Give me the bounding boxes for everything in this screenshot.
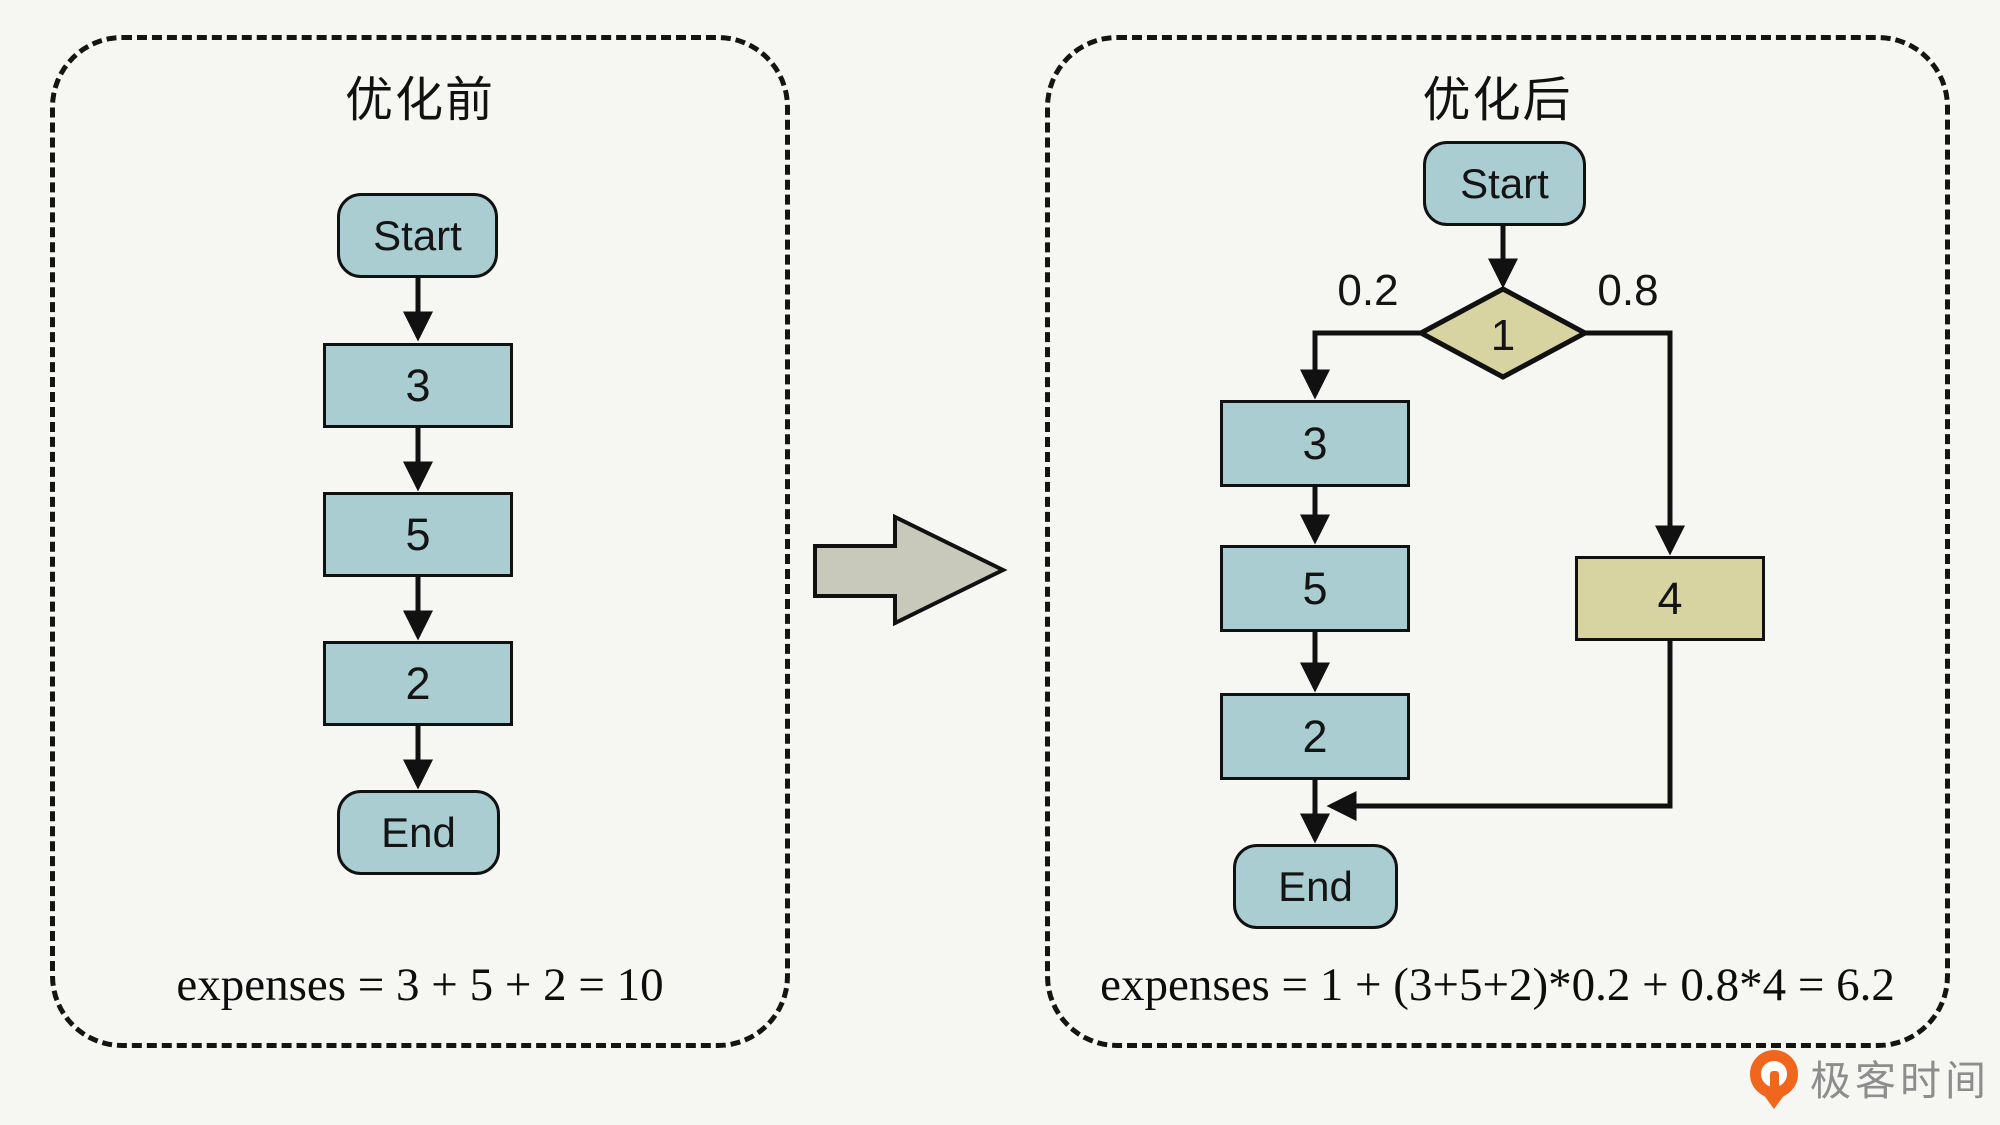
after-branch-right — [1585, 330, 1685, 556]
after-decision-label: 1 — [1490, 311, 1516, 360]
after-alt-4-node: 4 — [1575, 556, 1765, 641]
after-branch-left-probability: 0.2 — [1337, 266, 1399, 315]
before-panel-title: 优化前 — [344, 74, 495, 127]
before-formula: expenses = 3 + 5 + 2 = 10 — [176, 959, 664, 1011]
after-branch-right-probability: 0.8 — [1597, 266, 1659, 315]
before-step-2-node: 2 — [323, 641, 513, 726]
after-panel — [1045, 35, 1950, 1048]
after-step-2-node: 2 — [1220, 693, 1410, 780]
logo-inner-bar — [1770, 1071, 1779, 1089]
after-branch-left — [1300, 330, 1421, 400]
after-end-node: End — [1233, 844, 1398, 929]
after-start-node: Start — [1423, 141, 1586, 226]
after-step-3-node: 3 — [1220, 400, 1410, 487]
brand-name: 极客时间 — [1810, 1058, 1990, 1104]
brand-watermark: 极客时间 — [1750, 1050, 1990, 1112]
before-step-3-node: 3 — [323, 343, 513, 428]
logo-pin-tail — [1763, 1094, 1785, 1109]
before-start-node: Start — [337, 193, 498, 278]
before-step-5-node: 5 — [323, 492, 513, 577]
after-step-5-node: 5 — [1220, 545, 1410, 632]
before-end-node: End — [337, 790, 500, 875]
geektime-logo-icon — [1750, 1050, 1798, 1112]
transform-block-arrow — [813, 513, 1008, 627]
before-panel — [50, 35, 790, 1048]
after-merge-from-4 — [1326, 641, 1673, 821]
after-decision-diamond — [1415, 286, 1591, 380]
logo-ring — [1750, 1050, 1798, 1098]
after-formula: expenses = 1 + (3+5+2)*0.2 + 0.8*4 = 6.2 — [1100, 959, 1895, 1011]
after-panel-title: 优化后 — [1422, 74, 1573, 127]
